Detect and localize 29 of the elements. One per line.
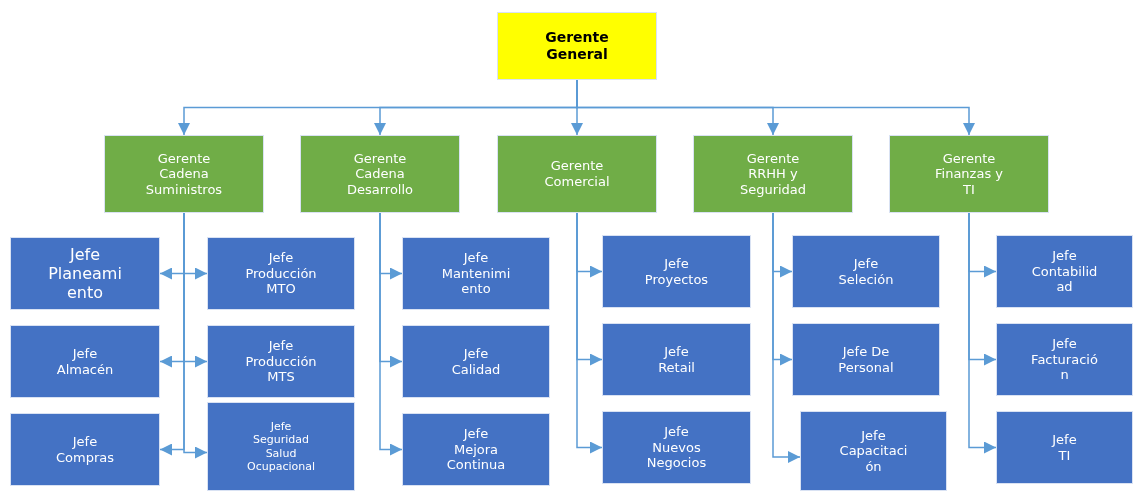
department-head-box: Jefe Producción MTO	[207, 237, 355, 310]
department-head-box: Jefe Nuevos Negocios	[602, 411, 751, 484]
manager-box: Gerente Finanzas y TI	[889, 135, 1049, 213]
connector-arrow	[576, 212, 603, 454]
department-head-box: Jefe Mejora Continua	[402, 413, 550, 486]
manager-box: Gerente Cadena Suministros	[104, 135, 264, 213]
department-head-box: Jefe Almacén	[10, 325, 160, 398]
department-head-box: Jefe Contabilid ad	[996, 235, 1133, 308]
department-head-box: Jefe Seguridad Salud Ocupacional	[207, 402, 355, 491]
department-head-box: Jefe Compras	[10, 413, 160, 486]
department-head-box: Jefe TI	[996, 411, 1133, 484]
manager-box: Gerente RRHH y Seguridad	[693, 135, 853, 213]
manager-box: Gerente Comercial	[497, 135, 657, 213]
department-head-box: Jefe De Personal	[792, 323, 940, 396]
department-head-box: Jefe Facturació n	[996, 323, 1133, 396]
general-manager-box: Gerente General	[497, 12, 657, 80]
department-head-box: Jefe Calidad	[402, 325, 550, 398]
department-head-box: Jefe Planeami ento	[10, 237, 160, 310]
connector-arrow	[968, 212, 997, 454]
department-head-box: Jefe Proyectos	[602, 235, 751, 308]
department-head-box: Jefe Capacitaci ón	[800, 411, 947, 491]
connector-arrow	[772, 212, 801, 463]
connector-arrow	[379, 212, 403, 456]
department-head-box: Jefe Producción MTS	[207, 325, 355, 398]
connector-arrow	[183, 212, 208, 459]
department-head-box: Jefe Mantenimi ento	[402, 237, 550, 310]
department-head-box: Jefe Seleción	[792, 235, 940, 308]
department-head-box: Jefe Retail	[602, 323, 751, 396]
manager-box: Gerente Cadena Desarrollo	[300, 135, 460, 213]
